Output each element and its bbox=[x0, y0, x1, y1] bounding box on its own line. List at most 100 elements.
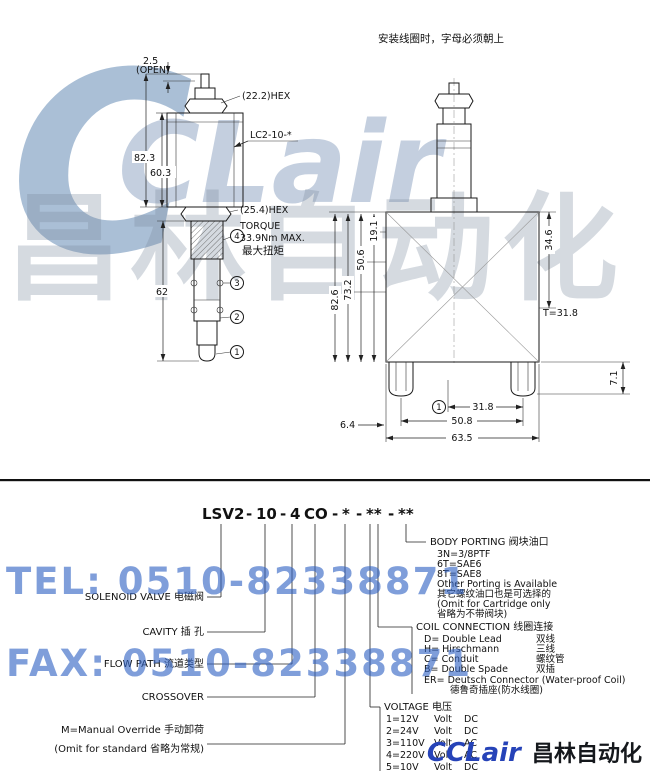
coil-option-zh: 三线 bbox=[536, 643, 556, 655]
dim-73-2: 73.2 bbox=[343, 279, 354, 300]
coil-option: B= Double Spade bbox=[424, 664, 508, 675]
body-porting-group: BODY PORTING 阀块油口 3N=3/8PTF 6T=SAE6 8T=S… bbox=[430, 535, 557, 620]
coil-option-zh: 双线 bbox=[536, 633, 556, 645]
dim-31-8: 31.8 bbox=[472, 402, 493, 413]
svg-text:-: - bbox=[280, 505, 286, 523]
voltage-title: VOLTAGE 电压 bbox=[384, 700, 452, 713]
footer-brand: CCLair 昌林自动化 bbox=[427, 736, 642, 768]
coil-option: D= Double Lead bbox=[424, 634, 502, 645]
coil-option: C= Conduit bbox=[424, 654, 479, 665]
dim-6-4: 6.4 bbox=[340, 420, 355, 431]
body-hex bbox=[180, 206, 232, 222]
voltage-code: 2=24V bbox=[386, 726, 419, 737]
dimension-stack-bottom: 1 31.8 50.8 6.4 63.5 bbox=[340, 364, 540, 444]
dim-7-1: 7.1 bbox=[609, 370, 620, 385]
svg-text:AC: AC bbox=[464, 738, 477, 749]
label-flow-path: FLOW PATH 流道类型 bbox=[104, 657, 204, 670]
port-callout-body-1: 1 bbox=[432, 400, 446, 414]
override-pin bbox=[200, 73, 210, 89]
coil-connection-title: COIL CONNECTION 线圈连接 bbox=[416, 620, 553, 633]
body-assembly-drawing: 19.1 50.6 73.2 82.6 34.6 T=31.8 bbox=[329, 78, 630, 444]
top-hex-nut bbox=[184, 98, 228, 114]
torque-line1: TORQUE bbox=[239, 221, 280, 232]
dim-82-6: 82.6 bbox=[330, 289, 341, 310]
svg-text:Volt: Volt bbox=[434, 750, 452, 761]
body-porting-option: 8T=SAE8 bbox=[437, 569, 482, 580]
technical-drawings: 安装线圈时，字母必须朝上 bbox=[0, 32, 650, 482]
svg-text:1: 1 bbox=[234, 348, 239, 358]
hex-body-label: (25.4)HEX bbox=[240, 205, 289, 216]
code-segment-model: LSV2 bbox=[202, 505, 244, 523]
svg-text:DC: DC bbox=[464, 726, 478, 737]
thread-label: T=31.8 bbox=[542, 308, 578, 319]
voltage-group: VOLTAGE 电压 1=12V Volt DC 2=24V Volt DC 3… bbox=[384, 700, 478, 773]
label-manual-override: M=Manual Override 手动卸荷 bbox=[61, 723, 204, 736]
code-segment-voltage-coil: ** bbox=[366, 505, 382, 523]
footer-brand-cn: 昌林自动化 bbox=[531, 742, 642, 767]
svg-text:4: 4 bbox=[234, 232, 239, 242]
dim-open-value: 2.5 bbox=[143, 56, 158, 67]
dim-19-1: 19.1 bbox=[369, 220, 380, 241]
svg-text:-: - bbox=[246, 505, 252, 523]
dimension-overall-height: 82.3 bbox=[132, 74, 167, 208]
svg-text:Volt: Volt bbox=[434, 726, 452, 737]
body-porting-option: 3N=3/8PTF bbox=[437, 549, 490, 560]
svg-text:-: - bbox=[388, 505, 394, 523]
dim-coil-value: 60.3 bbox=[150, 168, 171, 179]
dim-34-6: 34.6 bbox=[544, 229, 555, 250]
assembly-hex-nut bbox=[434, 93, 474, 109]
body-porting-option: 6T=SAE6 bbox=[437, 559, 482, 570]
label-cavity: CAVITY 插 孔 bbox=[142, 625, 204, 638]
svg-text:-: - bbox=[356, 505, 362, 523]
threaded-section bbox=[190, 220, 224, 260]
code-segment-override: * bbox=[342, 505, 350, 523]
valve-body-block bbox=[385, 211, 540, 363]
dimension-cartridge-length: 62 bbox=[151, 220, 199, 362]
port-callout-3: 3 bbox=[223, 276, 244, 290]
dimension-right-34-6: 34.6 bbox=[539, 211, 556, 309]
cartridge-tip bbox=[198, 344, 216, 362]
cartridge-nose bbox=[196, 320, 218, 346]
svg-text:2: 2 bbox=[234, 313, 239, 323]
svg-text:Volt: Volt bbox=[434, 714, 452, 725]
coil-option: H= Hirschmann bbox=[424, 644, 499, 655]
section-divider bbox=[0, 479, 650, 482]
coil-option-zh: 螺纹管 bbox=[536, 653, 565, 665]
label-crossover: CROSSOVER bbox=[142, 692, 204, 703]
code-segment-flowpath: 4 bbox=[290, 505, 300, 523]
dimension-coil-height: 60.3 bbox=[148, 112, 176, 207]
coil-option-zh: 双插 bbox=[536, 663, 556, 675]
svg-text:AC: AC bbox=[464, 750, 477, 761]
svg-text:3: 3 bbox=[234, 279, 239, 289]
body-porting-title: BODY PORTING 阀块油口 bbox=[430, 535, 549, 548]
dimension-right-7-1: 7.1 bbox=[537, 361, 630, 395]
cartridge-body bbox=[193, 258, 221, 322]
hex-top-label: (22.2)HEX bbox=[242, 91, 291, 102]
dim-overall-value: 82.3 bbox=[134, 153, 155, 164]
svg-text:Volt: Volt bbox=[434, 738, 452, 749]
torque-line3: 最大扭矩 bbox=[242, 244, 284, 257]
body-porting-option: Other Porting is Available bbox=[437, 579, 557, 590]
svg-text:DC: DC bbox=[464, 714, 478, 725]
body-porting-option: (Omit for Cartridge only bbox=[437, 599, 551, 610]
voltage-code: 3=110V bbox=[386, 738, 425, 749]
install-note: 安装线圈时，字母必须朝上 bbox=[378, 32, 504, 45]
dim-open-label: (OPEN) bbox=[136, 65, 170, 76]
port-callout-4: 4 bbox=[222, 229, 244, 243]
voltage-code: 4=220V bbox=[386, 750, 425, 761]
code-segment-cavity: 10 bbox=[256, 505, 277, 523]
svg-text:DC: DC bbox=[464, 762, 478, 773]
svg-text:1: 1 bbox=[436, 403, 441, 413]
mounting-foot-left bbox=[388, 362, 414, 397]
voltage-code: 1=12V bbox=[386, 714, 419, 725]
label-solenoid-valve: SOLENOID VALVE 电磁阀 bbox=[85, 590, 204, 603]
code-segment-porting: ** bbox=[398, 505, 414, 523]
ordering-leader-lines bbox=[207, 524, 426, 771]
voltage-code: 5=10V bbox=[386, 762, 419, 773]
body-porting-option: 省略为不带阀块) bbox=[437, 608, 507, 620]
solenoid-coil bbox=[166, 112, 244, 208]
torque-line2: 33.9Nm MAX. bbox=[240, 233, 305, 244]
dimension-stack-left: 19.1 50.6 73.2 82.6 bbox=[329, 211, 386, 362]
dim-63-5: 63.5 bbox=[451, 433, 472, 444]
